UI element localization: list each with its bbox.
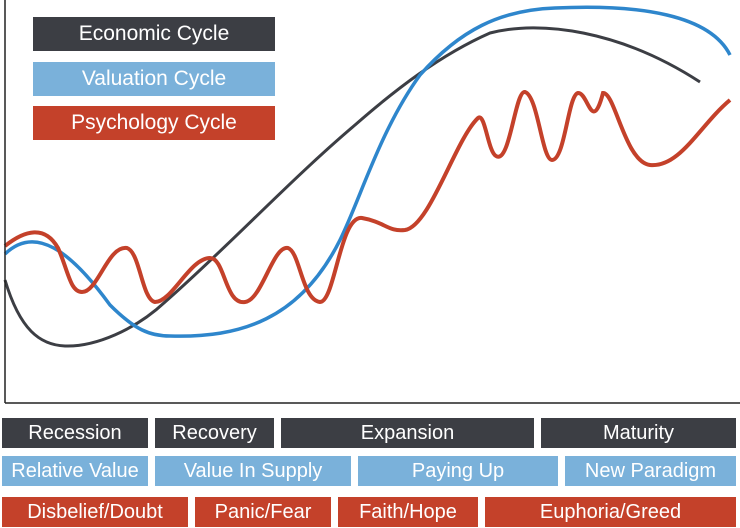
phase-euphoria-greed: Euphoria/Greed: [485, 497, 736, 527]
phase-recession: Recession: [2, 418, 148, 448]
phase-new-paradigm: New Paradigm: [565, 456, 736, 486]
phase-maturity: Maturity: [541, 418, 736, 448]
phase-panic-fear: Panic/Fear: [195, 497, 331, 527]
phase-recovery: Recovery: [155, 418, 274, 448]
economic-phase-band: Recession Recovery Expansion Maturity: [0, 418, 740, 448]
cycle-chart: [3, 0, 740, 404]
legend-psychology-cycle: Psychology Cycle: [33, 106, 275, 140]
phase-paying-up: Paying Up: [358, 456, 558, 486]
economic-cycle-curve: [3, 26, 701, 348]
phase-relative-value: Relative Value: [2, 456, 148, 486]
valuation-phase-band: Relative Value Value In Supply Paying Up…: [0, 456, 740, 486]
phase-disbelief-doubt: Disbelief/Doubt: [2, 497, 188, 527]
legend-valuation-cycle: Valuation Cycle: [33, 62, 275, 96]
psychology-cycle-curve: [3, 90, 732, 305]
valuation-cycle-curve: [3, 5, 732, 338]
legend-psychology-label: Psychology Cycle: [71, 111, 237, 134]
legend-valuation-label: Valuation Cycle: [81, 67, 227, 90]
phase-expansion: Expansion: [281, 418, 534, 448]
legend-economic-cycle: Economic Cycle: [33, 17, 275, 51]
phase-faith-hope: Faith/Hope: [338, 497, 478, 527]
phase-value-in-supply: Value In Supply: [155, 456, 351, 486]
legend-economic-label: Economic Cycle: [78, 22, 230, 45]
psychology-phase-band: Disbelief/Doubt Panic/Fear Faith/Hope Eu…: [0, 497, 740, 527]
